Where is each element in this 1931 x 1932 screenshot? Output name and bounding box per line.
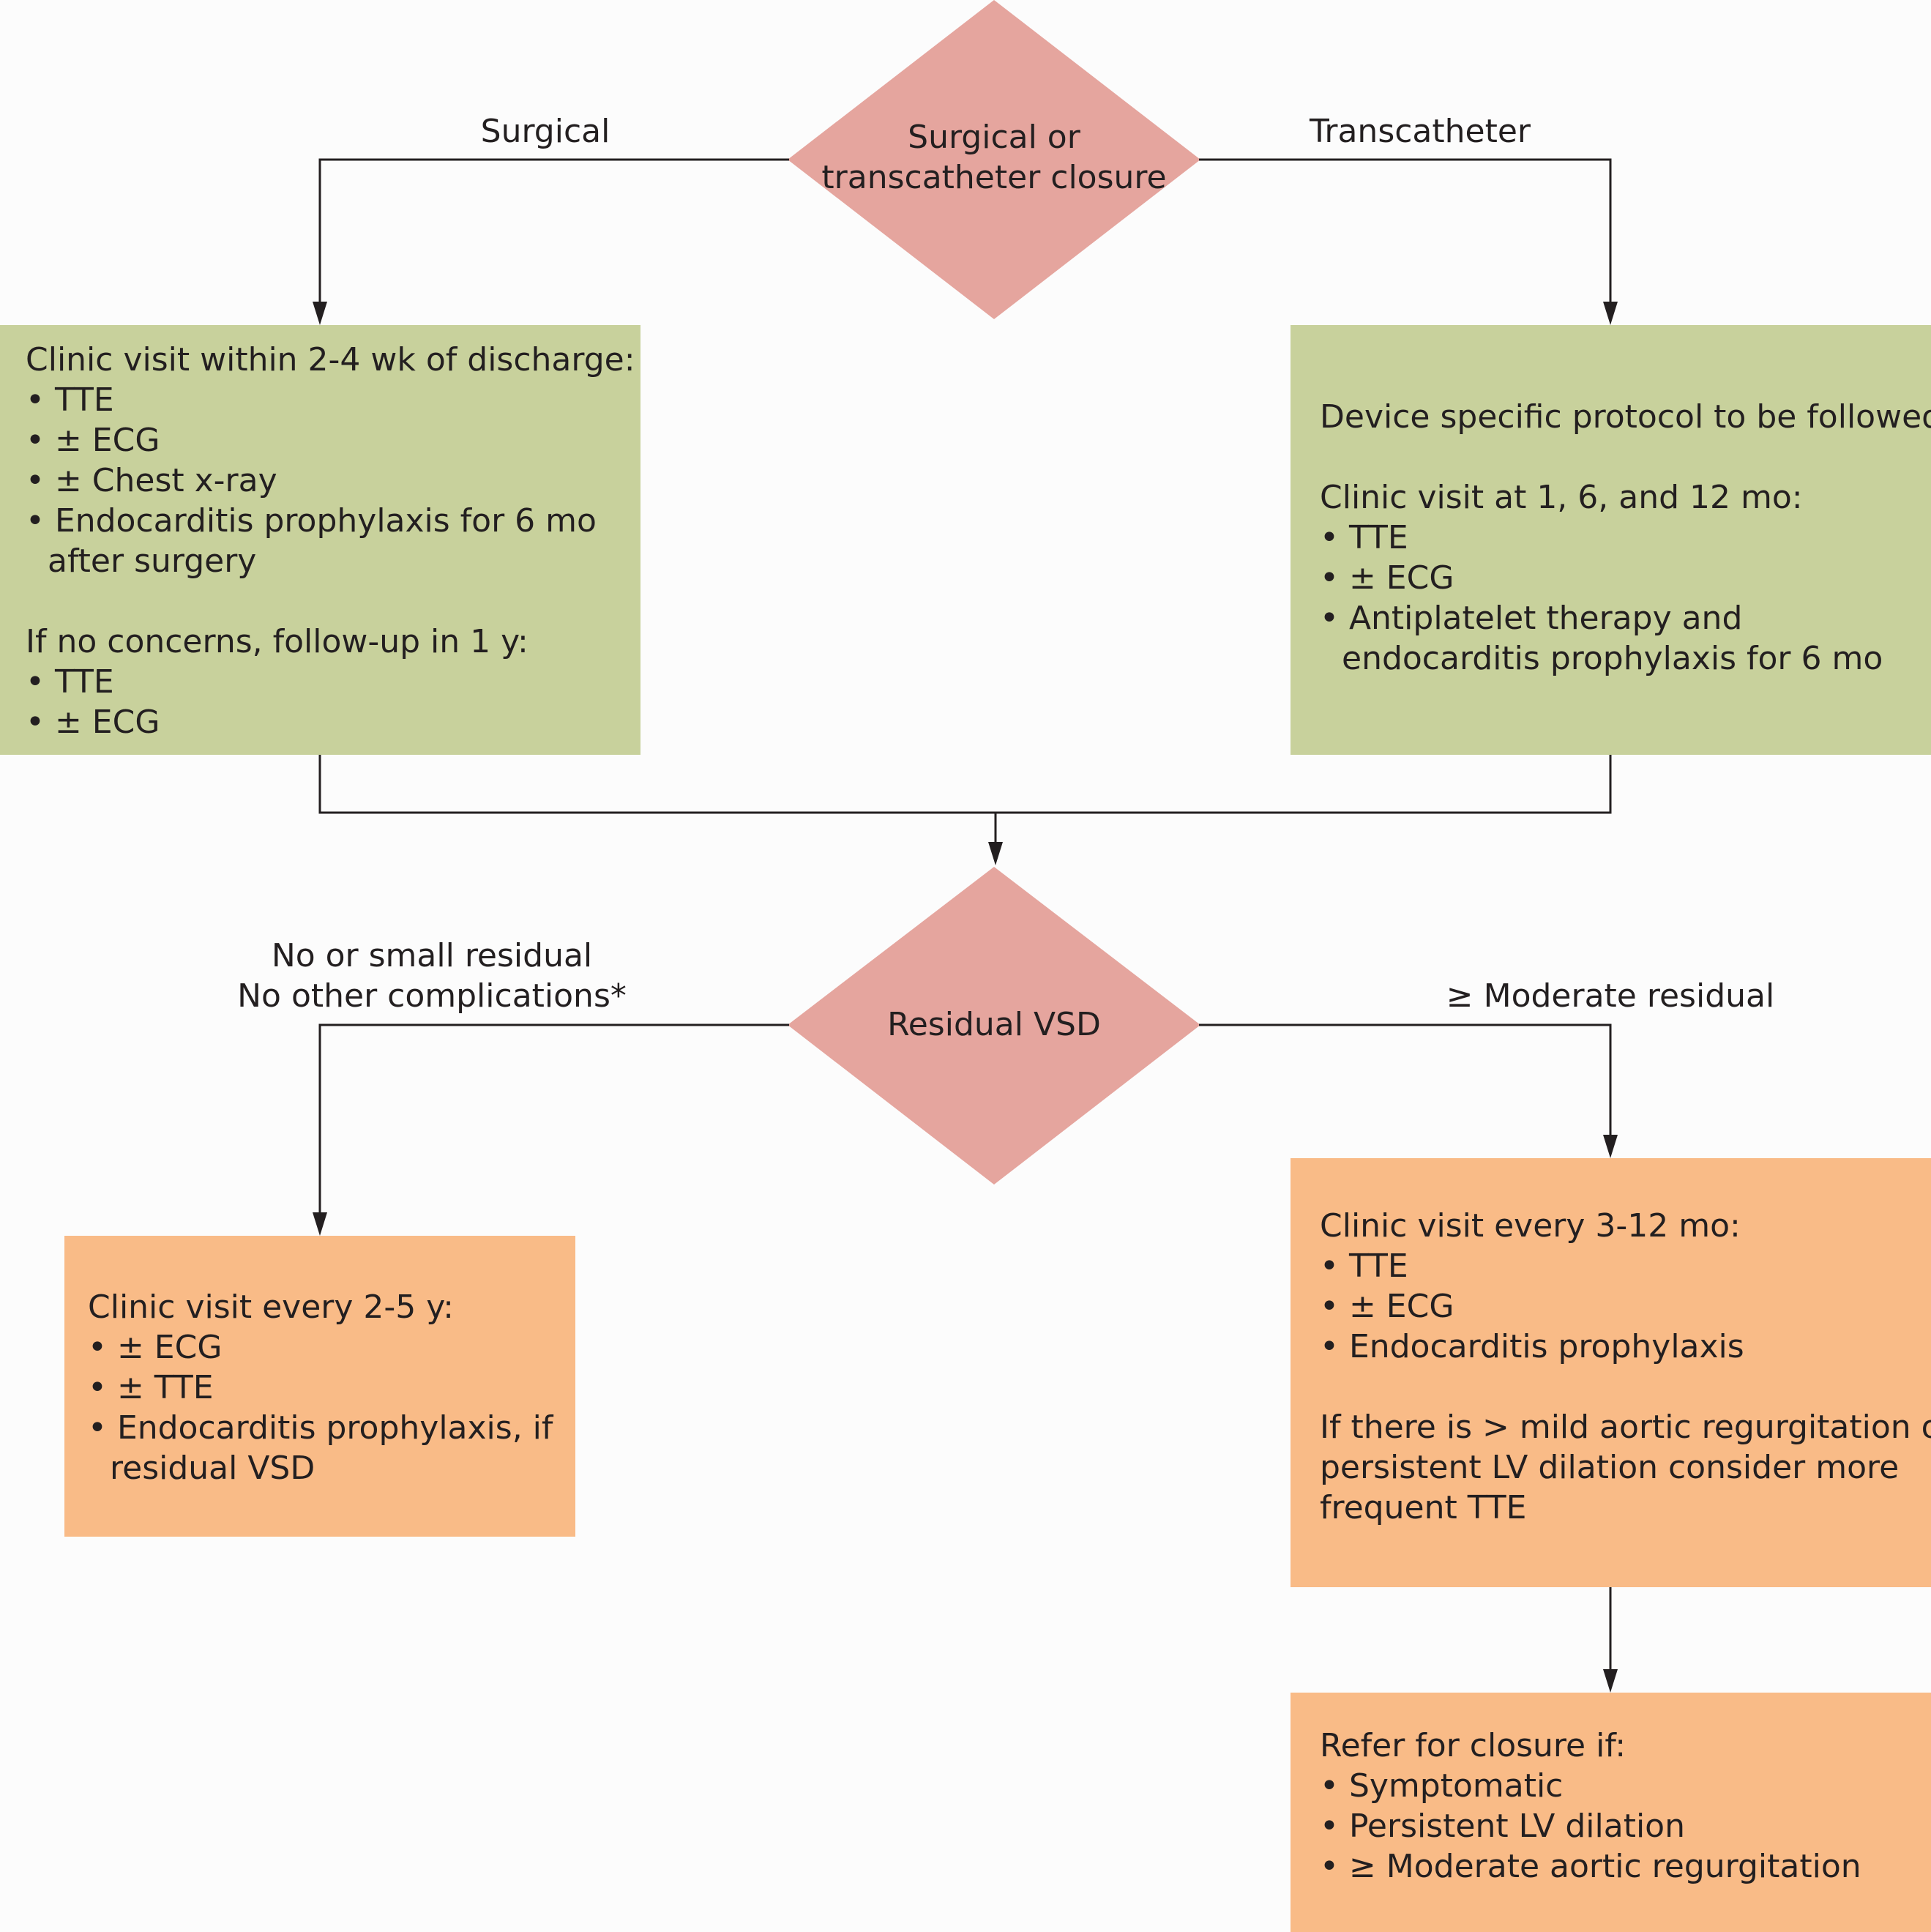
arrowhead-surgical bbox=[313, 302, 327, 325]
connectors bbox=[313, 158, 1618, 1693]
box-line: • TTE bbox=[26, 381, 114, 419]
box-moderate-residual-care: Clinic visit every 3-12 mo: • TTE • ± EC… bbox=[1291, 1158, 1931, 1587]
decision-residual-text: Residual VSD bbox=[887, 1006, 1101, 1043]
box-line: • TTE bbox=[1320, 519, 1408, 556]
branch-label-surgical: Surgical bbox=[480, 113, 610, 150]
connector-surgical bbox=[318, 158, 789, 321]
connector-transcatheter bbox=[1199, 158, 1612, 321]
box-surgical-followup: Clinic visit within 2-4 wk of discharge:… bbox=[0, 325, 640, 755]
arrowhead-small-residual bbox=[313, 1212, 327, 1236]
decision-shapes bbox=[788, 0, 1200, 1185]
arrowhead-moderate-residual bbox=[1603, 1135, 1618, 1158]
box-line: frequent TTE bbox=[1320, 1489, 1527, 1526]
connector-small-residual bbox=[318, 1023, 789, 1219]
box-line bbox=[26, 581, 633, 622]
box-line bbox=[1320, 1367, 1924, 1407]
box-line: persistent LV dilation consider more bbox=[1320, 1449, 1900, 1486]
box-line: • Antiplatelet therapy and endocarditis … bbox=[1320, 600, 1883, 677]
box-line: • ± ECG bbox=[88, 1329, 223, 1366]
connector-merge bbox=[318, 755, 1612, 814]
decision-diamond-residual bbox=[788, 867, 1200, 1185]
branch-label-small-residual: No or small residual No other complicati… bbox=[237, 937, 627, 1015]
box-line: • ± ECG bbox=[1320, 1288, 1454, 1325]
box-line: • ± ECG bbox=[26, 704, 160, 741]
box-line: • Endocarditis prophylaxis, if residual … bbox=[88, 1409, 553, 1487]
box-line: Refer for closure if: bbox=[1320, 1727, 1626, 1764]
box-line: • Endocarditis prophylaxis bbox=[1320, 1328, 1744, 1365]
box-small-residual-care: Clinic visit every 2-5 y: • ± ECG • ± TT… bbox=[64, 1236, 575, 1537]
box-line: Clinic visit within 2-4 wk of discharge: bbox=[26, 341, 635, 378]
branch-label-moderate-residual: ≥ Moderate residual bbox=[1446, 977, 1775, 1015]
box-line: If no concerns, follow-up in 1 y: bbox=[26, 623, 528, 660]
box-line: Device specific protocol to be followed bbox=[1320, 398, 1931, 436]
box-transcatheter-followup: Device specific protocol to be followed … bbox=[1291, 325, 1931, 755]
box-line: • ± Chest x-ray bbox=[26, 462, 277, 499]
arrowhead-to-refer bbox=[1603, 1669, 1618, 1693]
box-line: • ≥ Moderate aortic regurgitation bbox=[1320, 1848, 1861, 1885]
box-line: Clinic visit every 2-5 y: bbox=[88, 1288, 454, 1326]
connector-moderate-residual bbox=[1199, 1023, 1612, 1142]
branch-label-transcatheter: Transcatheter bbox=[1309, 113, 1531, 150]
arrowhead-transcatheter bbox=[1603, 302, 1618, 325]
box-line: • Symptomatic bbox=[1320, 1767, 1564, 1805]
box-line: Clinic visit at 1, 6, and 12 mo: bbox=[1320, 479, 1803, 516]
decision-closure-text: Surgical or transcatheter closure bbox=[821, 119, 1167, 196]
box-line: • Persistent LV dilation bbox=[1320, 1808, 1685, 1845]
arrowhead-merge bbox=[988, 842, 1003, 865]
box-line: • TTE bbox=[1320, 1247, 1408, 1285]
box-line: • TTE bbox=[26, 663, 114, 701]
box-line: • ± ECG bbox=[26, 422, 160, 459]
box-line: • ± TTE bbox=[88, 1369, 214, 1406]
box-line: If there is > mild aortic regurgitation … bbox=[1320, 1409, 1931, 1446]
box-line: Clinic visit every 3-12 mo: bbox=[1320, 1207, 1741, 1245]
box-refer-closure: Refer for closure if: • Symptomatic • Pe… bbox=[1291, 1693, 1931, 1932]
decision-diamond-closure bbox=[788, 0, 1200, 319]
box-line bbox=[1320, 437, 1924, 477]
box-line: • Endocarditis prophylaxis for 6 mo afte… bbox=[26, 502, 597, 580]
box-line: • ± ECG bbox=[1320, 559, 1454, 597]
